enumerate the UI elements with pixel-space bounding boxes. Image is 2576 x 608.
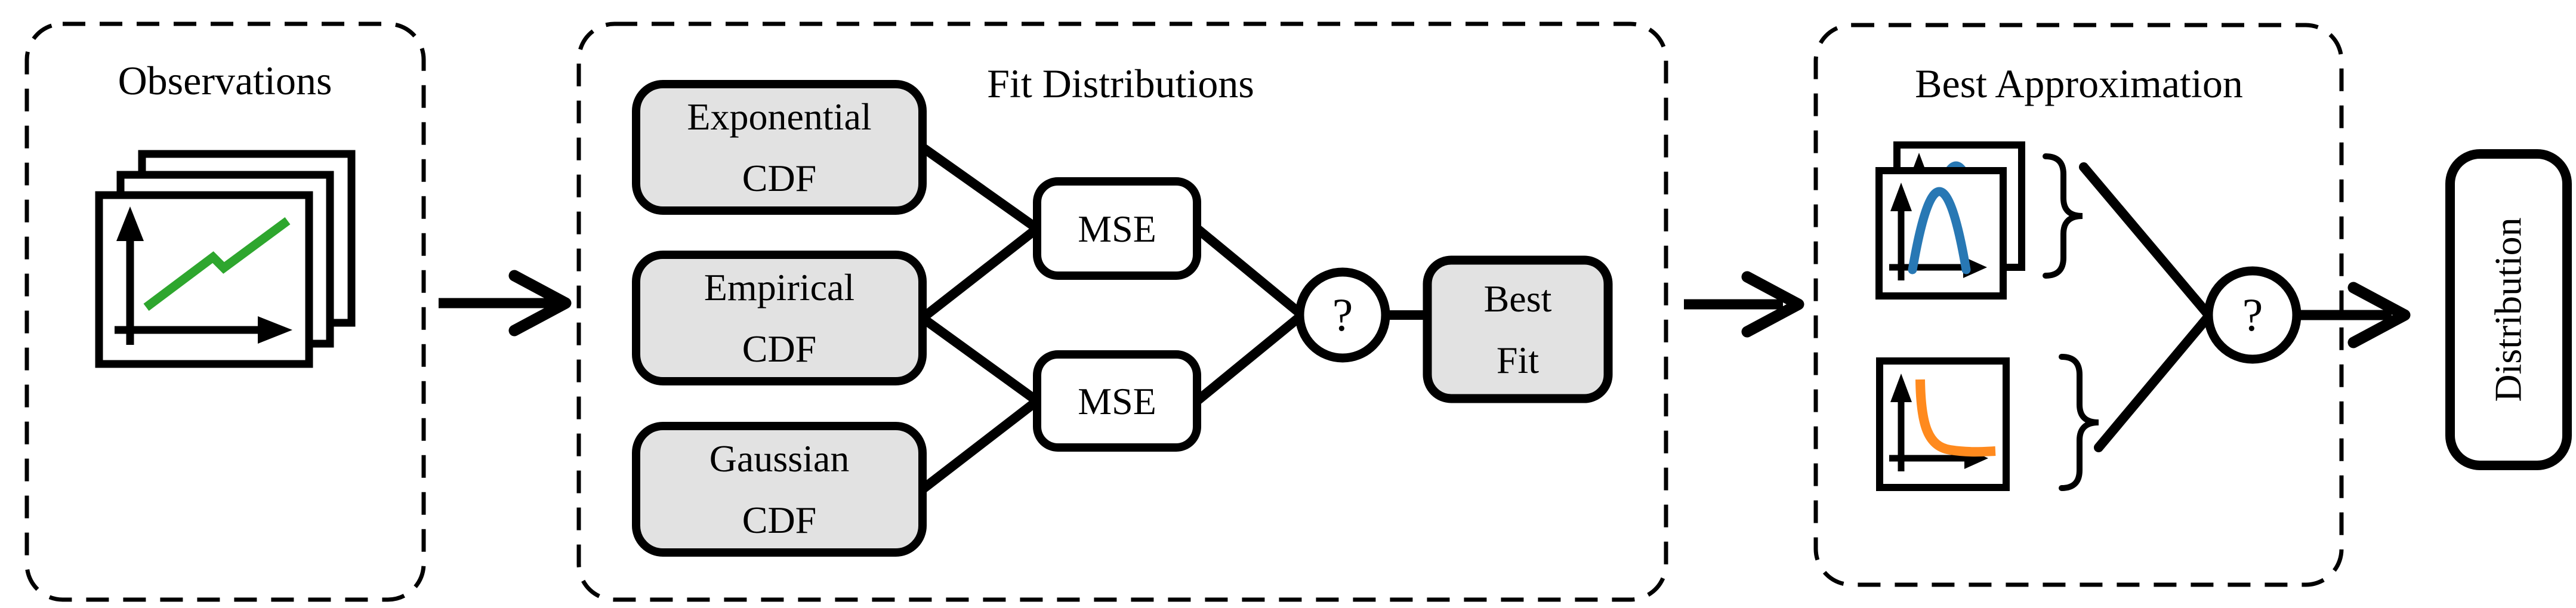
edge-empirical-to-mse-bottom [920,314,1040,405]
arrow-fit-to-approximation-icon [1684,271,1804,338]
gaussian-cdf-node [632,422,927,557]
empirical-cdf-label-line2: CDF [742,328,817,370]
approximation-connector-lines [2079,162,2214,452]
edge-gaussian-to-mse-bottom [920,397,1040,493]
brace-top-icon [2043,153,2083,279]
axes-icon [115,206,292,345]
gaussian-cdf-label: Gaussian CDF [636,426,923,553]
mse-bottom-label: MSE [1078,379,1156,422]
best-approximation-section-title: Best Approximation [1915,60,2243,106]
fit-question-mark: ? [1332,289,1353,341]
gaussian-cdf-label-line1: Gaussian [709,437,850,480]
edge-mse-top-to-question [1193,224,1306,319]
distribution-output-node [2445,149,2572,470]
observations-section-title: Observations [118,57,332,103]
mse-bottom-node [1033,350,1201,452]
observed-series-line-icon [143,217,291,311]
exponential-candidate-chart-icon [1876,357,2010,491]
best-approximation-section-box [1813,23,2344,587]
mse-top-node [1033,177,1201,280]
edge-empirical-to-mse-top [920,224,1040,322]
arrow-observations-to-fit-icon [439,270,572,337]
exponential-curve [1915,379,1996,457]
distribution-output-label-text: Distribution [2487,217,2529,402]
edge-brace-top-to-question [2079,162,2214,321]
gaussian-candidate-chart-icon [1875,141,2025,300]
exponential-cdf-label-line1: Exponential [687,95,872,138]
gaussian-curve-front [1908,187,1971,274]
fit-distributions-section-title: Fit Distributions [987,60,1254,106]
distribution-output-label: Distribution [2450,154,2567,465]
approximation-question-node [2204,266,2302,364]
empirical-cdf-label-line1: Empirical [704,266,855,308]
arrow-approximation-to-distribution-icon [2298,282,2411,348]
fit-question-node [1295,267,1390,363]
approximation-question-mark: ? [2242,289,2263,341]
edge-exponential-to-mse-top [920,143,1040,233]
exponential-cdf-label-line2: CDF [742,157,817,199]
edge-mse-bottom-to-question [1193,311,1306,405]
observations-section-box [24,21,426,602]
empirical-cdf-label: Empirical CDF [636,255,923,381]
fit-connector-lines [920,143,1429,493]
empirical-cdf-node [632,251,927,385]
exponential-cdf-label: Exponential CDF [636,84,923,211]
brace-bottom-icon [2059,354,2099,491]
exponential-cdf-node [632,80,927,215]
gaussian-cdf-label-line2: CDF [742,499,817,541]
best-fit-label-line1: Best [1483,277,1552,320]
edge-brace-bottom-to-question [2094,310,2214,452]
observations-chart-stack-icon [95,150,356,368]
best-fit-label-line2: Fit [1496,339,1540,381]
mse-top-label: MSE [1078,207,1156,250]
best-fit-label: Best Fit [1427,260,1608,399]
best-fit-node [1423,255,1613,403]
